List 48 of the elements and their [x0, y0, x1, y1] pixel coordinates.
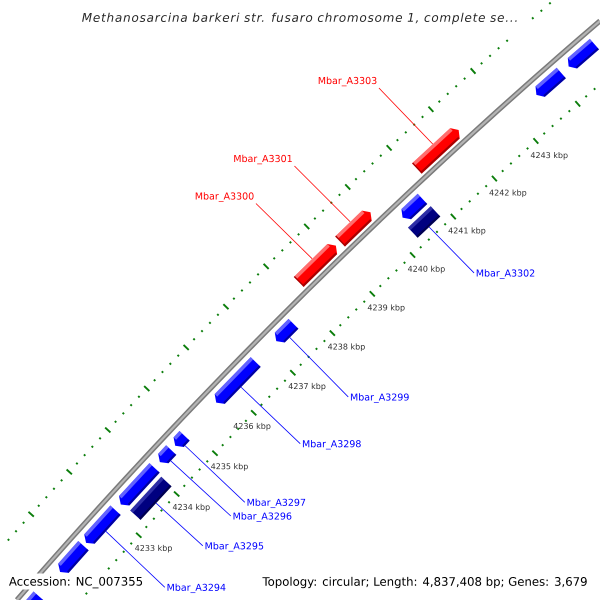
- leader-line: [184, 445, 246, 503]
- gene-block: [214, 357, 261, 404]
- title: Methanosarcina barkeri str. fusaro chromosome 1, complete se...: [74, 7, 526, 30]
- gene-label: Mbar_A3294: [168, 584, 226, 594]
- leader-line: [170, 460, 232, 516]
- gene-block: [58, 541, 89, 573]
- gene-block: [536, 68, 566, 97]
- gene-block: [568, 38, 599, 69]
- gene-block: [26, 592, 44, 600]
- gene-block: [408, 206, 440, 238]
- tick-label: 4237 kbp: [288, 382, 326, 391]
- leader-line: [240, 386, 301, 444]
- tick-label: 4241 kbp: [448, 227, 486, 236]
- gene-block: [274, 318, 298, 343]
- gene-label: Mbar_A3299: [350, 393, 409, 403]
- gene-label: Mbar_A3296: [234, 512, 292, 522]
- gene-block: [174, 431, 190, 447]
- tick-label: 4243 kbp: [530, 152, 568, 160]
- leader-line: [428, 226, 474, 274]
- leader-line: [378, 88, 434, 144]
- gene-block: [335, 210, 372, 247]
- gene-block: [294, 244, 338, 287]
- leader-line: [294, 166, 351, 222]
- footer-text: Accession: NC_007355: [6, 574, 146, 590]
- tick-label: 4236 kbp: [234, 422, 270, 431]
- tick-label: 4242 kbp: [489, 189, 526, 198]
- gene-label: Mbar_A3300: [196, 192, 254, 202]
- footer-text: Topology: circular; Length: 4,837,408 bp; Genes: 3,679: [262, 576, 587, 588]
- gene-label: Mbar_A3301: [234, 154, 292, 164]
- gene-block: [130, 476, 172, 520]
- leader-line: [256, 203, 312, 260]
- gene-label: Mbar_A3303: [318, 76, 376, 86]
- gene-block: [158, 445, 176, 464]
- leader-line: [290, 337, 349, 398]
- tick-label: 4235 kbp: [211, 463, 248, 471]
- tick-label: 4240 kbp: [408, 266, 445, 274]
- gene-block: [412, 128, 460, 174]
- leader-line: [156, 502, 204, 546]
- gene-label: Mbar_A3302: [476, 269, 534, 279]
- tick-label: 4233 kbp: [135, 544, 172, 553]
- leader-line: [106, 531, 166, 588]
- tick-label: 4238 kbp: [328, 343, 365, 352]
- gene-label: Mbar_A3295: [206, 542, 264, 552]
- gene-block: [84, 506, 121, 544]
- tick-label: 4239 kbp: [368, 304, 405, 312]
- tick-label: 4234 kbp: [172, 504, 210, 512]
- gene-label: Mbar_A3298: [302, 440, 361, 450]
- gene-label: Mbar_A3297: [248, 498, 306, 508]
